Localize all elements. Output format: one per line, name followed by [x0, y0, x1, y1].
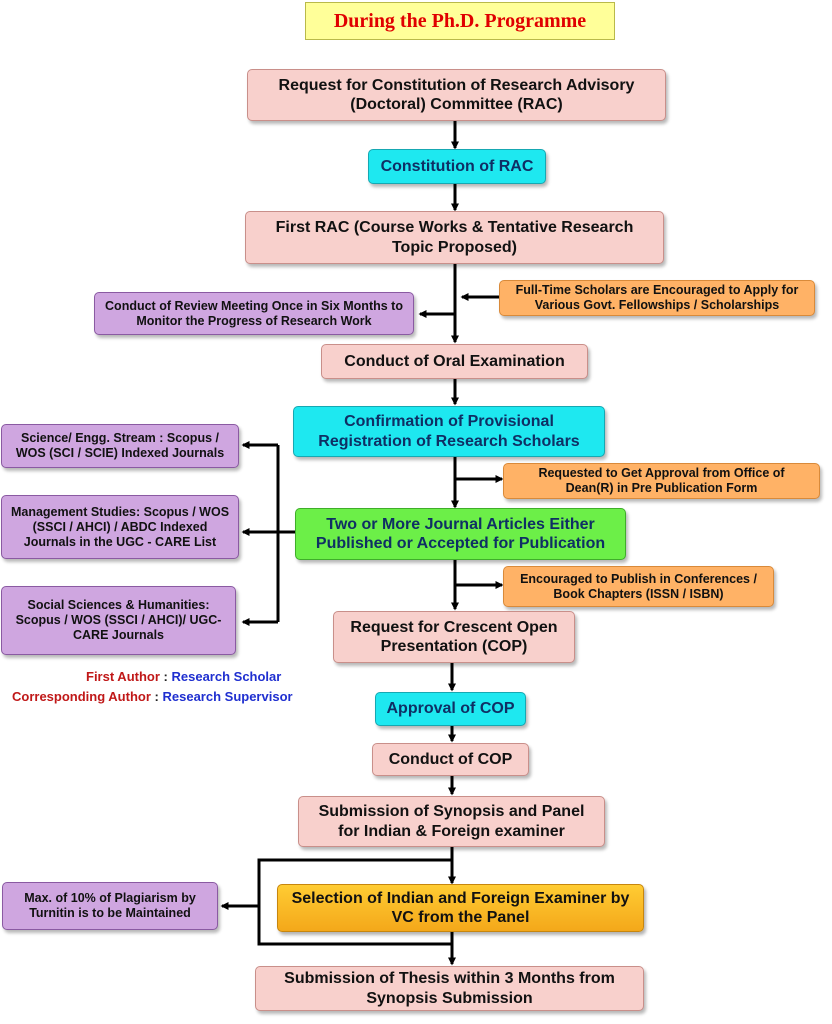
social-sciences-stream-note: Social Sciences & Humanities: Scopus / W… — [1, 586, 236, 655]
corresponding-author-note: Corresponding Author : Research Supervis… — [12, 689, 293, 704]
science-stream-note: Science/ Engg. Stream : Scopus / WOS (SC… — [1, 424, 239, 468]
first-author-separator: : — [163, 669, 168, 684]
examiner-selection-step: Selection of Indian and Foreign Examiner… — [277, 884, 644, 932]
dean-approval-note: Requested to Get Approval from Office of… — [503, 463, 820, 499]
confirmation-step: Confirmation of Provisional Registration… — [293, 406, 605, 457]
request-cop-step: Request for Crescent Open Presentation (… — [333, 611, 575, 663]
plagiarism-note: Max. of 10% of Plagiarism by Turnitin is… — [2, 882, 218, 930]
fellowships-note: Full-Time Scholars are Encouraged to App… — [499, 280, 815, 316]
corresponding-author-label: Corresponding Author — [12, 689, 151, 704]
conduct-cop-step: Conduct of COP — [372, 743, 529, 776]
page-title: During the Ph.D. Programme — [305, 2, 615, 40]
corresponding-author-value: Research Supervisor — [162, 689, 293, 704]
request-rac-step: Request for Constitution of Research Adv… — [247, 69, 666, 121]
first-author-note: First Author : Research Scholar — [86, 669, 281, 684]
review-meeting-note: Conduct of Review Meeting Once in Six Mo… — [94, 292, 414, 335]
corresponding-author-separator: : — [154, 689, 159, 704]
connector-loop-outer — [257, 858, 452, 946]
synopsis-submission-step: Submission of Synopsis and Panel for Ind… — [298, 796, 605, 847]
oral-examination-step: Conduct of Oral Examination — [321, 344, 588, 379]
first-author-value: Research Scholar — [171, 669, 282, 684]
first-rac-step: First RAC (Course Works & Tentative Rese… — [245, 211, 664, 264]
approval-cop-step: Approval of COP — [375, 692, 526, 726]
first-author-label: First Author — [86, 669, 160, 684]
management-stream-note: Management Studies: Scopus / WOS (SSCI /… — [1, 495, 239, 559]
constitution-rac-step: Constitution of RAC — [368, 149, 546, 184]
journal-articles-step: Two or More Journal Articles Either Publ… — [295, 508, 626, 560]
thesis-submission-step: Submission of Thesis within 3 Months fro… — [255, 966, 644, 1011]
conferences-note: Encouraged to Publish in Conferences / B… — [503, 566, 774, 607]
